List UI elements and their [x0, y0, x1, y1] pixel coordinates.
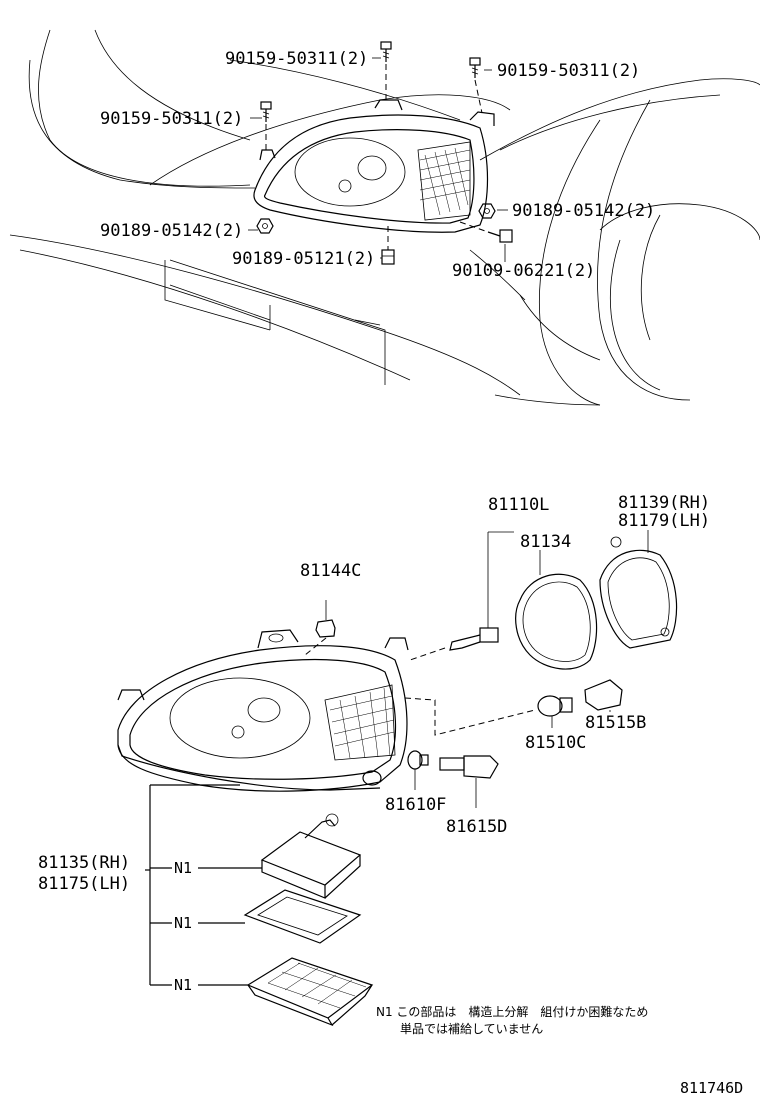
callout-90109-bottom-right: 90109-06221(2): [452, 261, 595, 281]
note-line-1: N1 この部品は 構造上分解 組付けか困難なため: [376, 1004, 648, 1019]
car-body-outline: [9, 29, 760, 406]
cover-icon: [599, 530, 678, 649]
n1-gasket-icon: [243, 889, 362, 944]
callout-90189-right: 90189-05142(2): [512, 201, 655, 221]
callout-90189-left: 90189-05142(2): [100, 221, 243, 241]
gasket-icon: [515, 550, 598, 670]
n1-label: N1: [174, 976, 192, 994]
figure-code: 811746D: [680, 1079, 743, 1097]
n1-ballast-icon: [260, 813, 362, 899]
nut-icon: [381, 249, 395, 265]
turn-bulb-icon: [537, 695, 573, 728]
fasteners-upper: [248, 41, 513, 265]
note-line-2: 単品では補給していません: [400, 1022, 543, 1036]
callout-81510c: 81510C: [525, 733, 586, 753]
callout-90159-top-center: 90159-50311(2): [225, 49, 368, 69]
nut-icon: [256, 218, 274, 234]
screw-icon: [487, 229, 513, 243]
callout-81175-lh: 81175(LH): [38, 874, 130, 894]
callout-90159-top-right: 90159-50311(2): [497, 61, 640, 81]
bolt-icon: [380, 41, 392, 62]
nut-icon: [478, 203, 496, 219]
bolt-icon: [469, 57, 481, 78]
lower-callouts: 81110L 81134 81139(RH) 81179(LH) 81144C …: [38, 493, 710, 994]
n1-cover-icon: [246, 957, 374, 1027]
callout-81144c: 81144C: [300, 561, 361, 581]
clearance-bulb-icon: [407, 750, 429, 770]
unit-bracket: [145, 784, 262, 986]
callout-81610f: 81610F: [385, 795, 446, 815]
callout-81135-rh: 81135(RH): [38, 853, 130, 873]
n1-label: N1: [174, 859, 192, 877]
clearance-socket-icon: [439, 755, 499, 779]
callout-81134: 81134: [520, 532, 571, 552]
callout-81515b: 81515B: [585, 713, 646, 733]
callout-81139-rh: 81139(RH): [618, 493, 710, 513]
bolt-icon: [260, 101, 272, 122]
turn-socket-icon: [584, 679, 623, 712]
callout-81110l: 81110L: [488, 495, 549, 515]
callout-90189-bottom: 90189-05121(2): [232, 249, 375, 269]
callout-90159-left: 90159-50311(2): [100, 109, 243, 129]
upper-callouts: 90159-50311(2) 90159-50311(2) 90159-5031…: [100, 49, 655, 281]
side-socket-icon: [315, 600, 336, 638]
callout-81179-lh: 81179(LH): [618, 511, 710, 531]
callout-81615d: 81615D: [446, 817, 507, 837]
n1-label: N1: [174, 914, 192, 932]
headlamp-exploded: [117, 629, 409, 792]
headlamp-bulb-icon: [449, 531, 514, 651]
headlamp-installed: [253, 99, 495, 233]
